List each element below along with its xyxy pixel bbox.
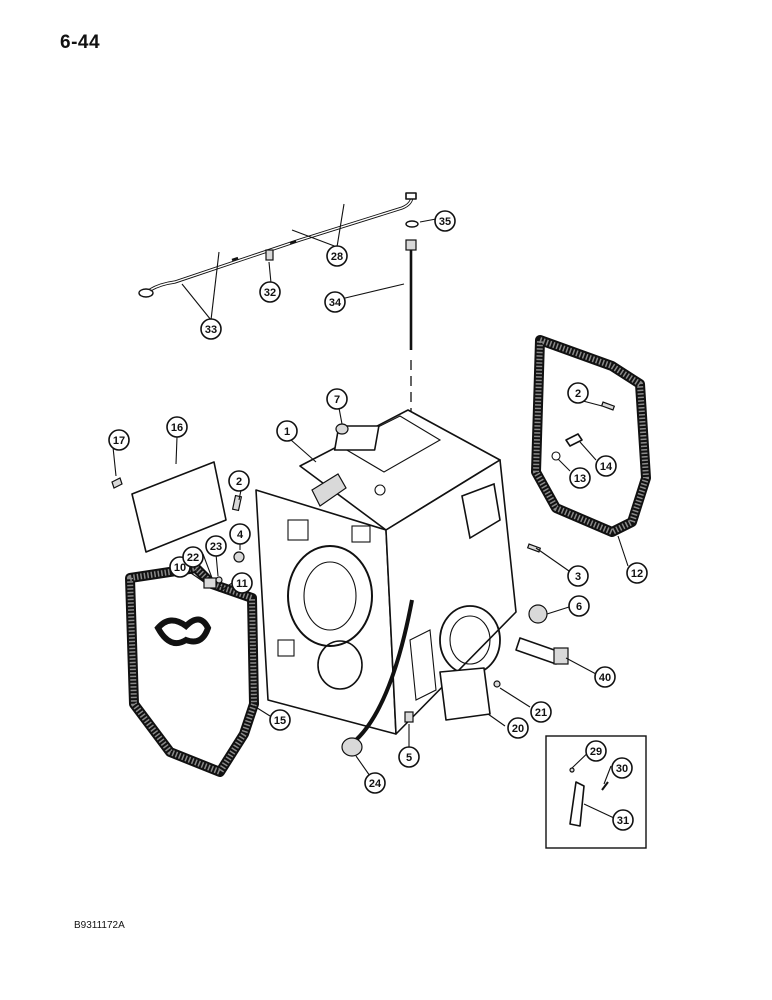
tube-clip: [265, 249, 274, 261]
small-fittings: [203, 494, 245, 593]
callout-34: 34: [324, 291, 346, 313]
callout-30: 30: [611, 757, 633, 779]
dowel-pin: [526, 543, 542, 553]
inset-box: [545, 735, 647, 849]
svg-text:14: 14: [600, 461, 613, 473]
callout-22: 22: [182, 546, 204, 568]
drain-plug: [404, 711, 414, 723]
svg-text:35: 35: [439, 216, 451, 228]
callout-4: 4: [229, 523, 251, 545]
svg-text:24: 24: [369, 778, 382, 790]
callout-15: 15: [269, 709, 291, 731]
callout-29: 29: [585, 740, 607, 762]
callout-23: 23: [205, 535, 227, 557]
svg-text:21: 21: [535, 707, 547, 719]
svg-text:16: 16: [171, 422, 183, 434]
svg-text:34: 34: [329, 297, 342, 309]
callout-28: 28: [326, 245, 348, 267]
svg-text:17: 17: [113, 435, 125, 447]
callout-2-right: 2: [567, 382, 589, 404]
callout-20: 20: [507, 717, 529, 739]
svg-text:5: 5: [406, 752, 412, 764]
svg-text:1: 1: [284, 426, 290, 438]
callout-14: 14: [595, 455, 617, 477]
callout-24: 24: [364, 772, 386, 794]
bushing: [528, 604, 548, 624]
callout-16: 16: [166, 416, 188, 438]
hose-fitting: [341, 599, 414, 757]
svg-text:2: 2: [575, 388, 581, 400]
callout-1: 1: [276, 420, 298, 442]
o-ring: [405, 220, 419, 228]
svg-text:22: 22: [187, 552, 199, 564]
dowel-pin: [600, 401, 616, 411]
svg-text:40: 40: [599, 672, 611, 684]
callout-32: 32: [259, 281, 281, 303]
callout-7: 7: [326, 388, 348, 410]
svg-text:15: 15: [274, 715, 286, 727]
page-number: 6-44: [60, 32, 101, 53]
figure-id: B9311172A: [74, 920, 125, 931]
callout-35: 35: [434, 210, 456, 232]
screw: [111, 477, 123, 489]
svg-text:2: 2: [236, 476, 242, 488]
callout-33: 33: [200, 318, 222, 340]
svg-text:29: 29: [590, 746, 602, 758]
washer: [551, 451, 561, 461]
svg-text:33: 33: [205, 324, 217, 336]
svg-text:32: 32: [264, 287, 276, 299]
svg-text:28: 28: [331, 251, 343, 263]
callout-5: 5: [398, 746, 420, 768]
cover-bolt: [493, 680, 501, 688]
svg-text:12: 12: [631, 568, 643, 580]
callout-31: 31: [612, 809, 634, 831]
callout-3: 3: [567, 565, 589, 587]
plug: [335, 423, 349, 435]
shaft: [515, 637, 569, 665]
svg-text:23: 23: [210, 541, 222, 553]
bolt: [565, 433, 583, 447]
callout-11: 11: [231, 572, 253, 594]
left-gasket: [125, 563, 259, 777]
access-cover: [439, 667, 491, 721]
svg-text:20: 20: [512, 723, 524, 735]
svg-text:11: 11: [236, 578, 248, 590]
callout-40: 40: [594, 666, 616, 688]
callout-17: 17: [108, 429, 130, 451]
callout-6: 6: [568, 595, 590, 617]
svg-text:4: 4: [237, 529, 244, 541]
svg-text:13: 13: [574, 473, 586, 485]
svg-text:30: 30: [616, 763, 628, 775]
dipstick-tube: [138, 192, 417, 298]
svg-text:6: 6: [576, 601, 582, 613]
callout-13: 13: [569, 467, 591, 489]
svg-text:10: 10: [174, 562, 186, 574]
transmission-housing: [255, 409, 517, 735]
svg-text:31: 31: [617, 815, 629, 827]
right-gasket: [531, 335, 651, 537]
callouts: 1 2 2 3 4 5 6 7 10 11 12 13 14 15 16 17 …: [108, 210, 648, 831]
cover-plate: [131, 461, 227, 553]
leader-lines: [112, 203, 629, 819]
callout-21: 21: [530, 701, 552, 723]
svg-text:7: 7: [334, 394, 340, 406]
callout-2-left: 2: [228, 470, 250, 492]
callout-12: 12: [626, 562, 648, 584]
svg-text:3: 3: [575, 571, 581, 583]
